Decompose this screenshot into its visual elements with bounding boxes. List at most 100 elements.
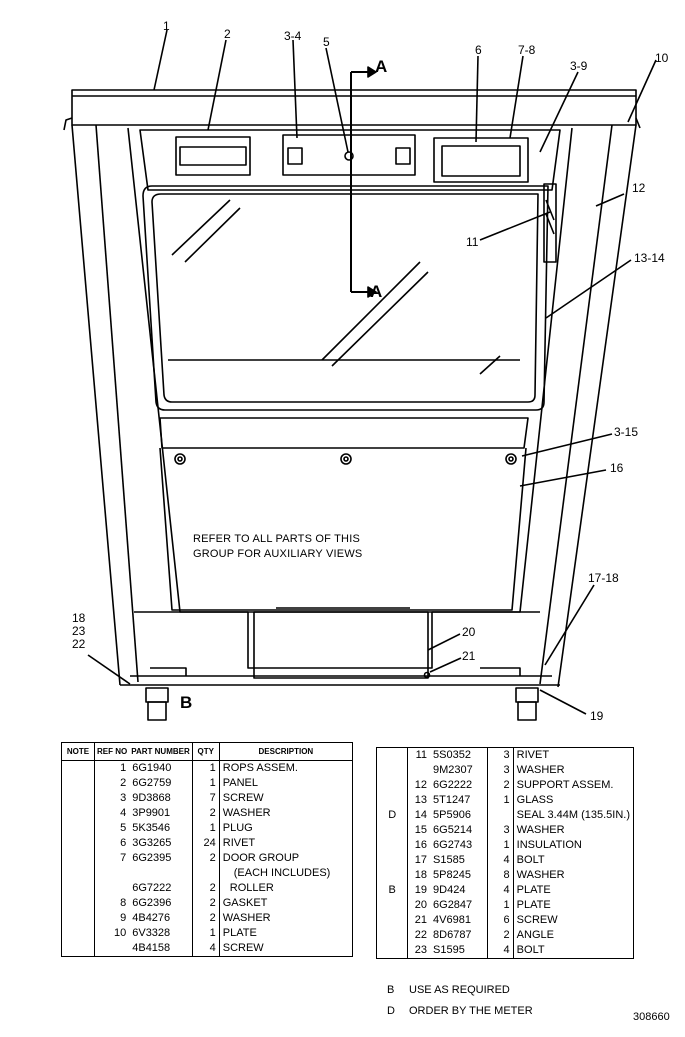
legend-text: USE AS REQUIRED	[409, 984, 510, 996]
description-cell: SCREW	[222, 792, 264, 804]
description-cell: PLATE	[516, 899, 551, 911]
header-part-number: PART NUMBER	[129, 742, 193, 761]
ref-number-cell: 15	[414, 824, 428, 836]
quantity-cell: 2	[487, 928, 514, 943]
description-cell: SCREW	[516, 914, 558, 926]
part-number-cell: 5T1247	[430, 793, 488, 808]
description-cell: ANGLE	[516, 929, 554, 941]
callout-6: 6	[475, 43, 482, 57]
callout-17-18: 17-18	[588, 571, 619, 585]
note-cell	[61, 851, 95, 866]
part-number-cell	[129, 866, 193, 881]
quantity-cell: 1	[192, 776, 220, 791]
note-cell	[376, 898, 409, 913]
quantity-cell: 24	[192, 836, 220, 851]
callout-13-14: 13-14	[634, 251, 665, 265]
callout-3-9: 3-9	[570, 59, 588, 73]
ref-number-cell: 22	[414, 929, 428, 941]
callout-3-4: 3-4	[284, 29, 302, 43]
quantity-cell: 2	[192, 881, 220, 896]
description-cell: RIVET	[516, 749, 550, 761]
note-cell: B	[376, 883, 409, 898]
description-cell: SUPPORT ASSEM.	[516, 779, 614, 791]
figure-number: 308660	[633, 1011, 670, 1023]
part-number-cell: 3G3265	[129, 836, 193, 851]
description-cell: (EACH INCLUDES)	[233, 867, 331, 879]
quantity-cell: 4	[487, 943, 514, 959]
description-cell: WASHER	[516, 869, 565, 881]
ref-number-cell	[408, 763, 430, 778]
callout-7-8: 7-8	[518, 43, 536, 57]
quantity-cell: 8	[487, 868, 514, 883]
callout-23: 23	[72, 624, 86, 638]
description-cell: WASHER	[516, 764, 565, 776]
quantity-cell: 1	[487, 838, 514, 853]
part-number-cell: 6G2847	[430, 898, 488, 913]
section-label-a-bottom: A	[370, 282, 382, 301]
description-cell: BOLT	[516, 944, 545, 956]
description-cell: PLATE	[516, 884, 551, 896]
description-cell: PLATE	[222, 927, 257, 939]
description-cell: GLASS	[516, 794, 554, 806]
ref-number-cell	[95, 866, 130, 881]
drawing-note-line-1: REFER TO ALL PARTS OF THIS	[193, 533, 360, 545]
quantity-cell: 3	[487, 823, 514, 838]
callout-22: 22	[72, 637, 86, 651]
ref-number-cell	[95, 941, 130, 957]
quantity-cell: 1	[192, 760, 220, 776]
note-cell	[376, 763, 409, 778]
quantity-cell: 1	[487, 898, 514, 913]
note-cell	[376, 943, 409, 959]
part-number-cell: S1585	[430, 853, 488, 868]
callout-11: 11	[466, 235, 479, 249]
ref-number-cell: 8	[120, 897, 127, 909]
ref-number-cell: 21	[414, 914, 428, 926]
ref-number-cell: 1	[120, 762, 127, 774]
note-cell	[61, 941, 95, 957]
callout-12: 12	[632, 181, 646, 195]
quantity-cell: 4	[487, 883, 514, 898]
callout-2: 2	[224, 27, 231, 41]
ref-number-cell: 14	[414, 809, 428, 821]
part-number-cell: 6G5214	[430, 823, 488, 838]
quantity-cell: 1	[192, 926, 220, 941]
description-cell: GASKET	[222, 897, 268, 909]
ref-number-cell: 23	[414, 944, 428, 956]
note-cell	[376, 747, 409, 763]
part-number-cell: 9D3868	[129, 791, 193, 806]
part-number-cell: 5P8245	[430, 868, 488, 883]
description-cell: WASHER	[222, 807, 271, 819]
ref-number-cell: 5	[120, 822, 127, 834]
callout-10: 10	[655, 51, 669, 65]
header-description: DESCRIPTION	[219, 742, 353, 761]
callout-18: 18	[72, 611, 86, 625]
part-number-cell: 6G2759	[129, 776, 193, 791]
ref-number-cell: 10	[113, 927, 127, 939]
quantity-cell: 3	[487, 747, 514, 763]
ref-number-cell: 12	[414, 779, 428, 791]
quantity-cell: 6	[487, 913, 514, 928]
ref-number-cell: 7	[120, 852, 127, 864]
quantity-cell: 3	[487, 763, 514, 778]
callout-3-15: 3-15	[614, 425, 638, 439]
quantity-cell: 1	[192, 821, 220, 836]
quantity-cell: 2	[192, 806, 220, 821]
note-cell	[376, 928, 409, 943]
quantity-cell: 7	[192, 791, 220, 806]
